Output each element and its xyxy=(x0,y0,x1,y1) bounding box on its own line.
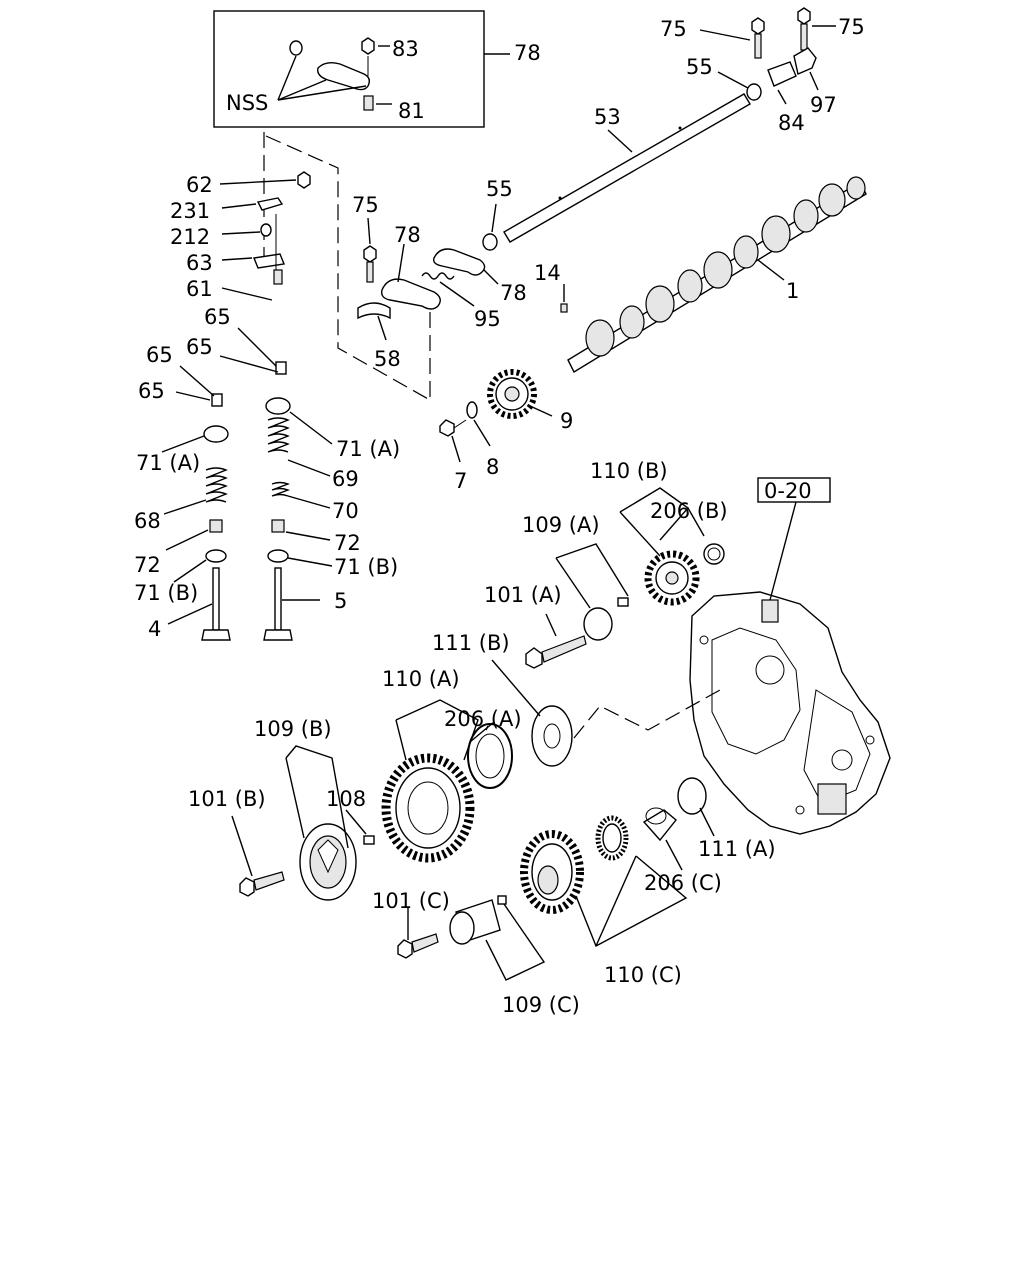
label-70: 70 xyxy=(332,499,359,523)
label-78-inset: 78 xyxy=(514,41,541,65)
label-206a: 206 (A) xyxy=(444,707,522,731)
label-69: 69 xyxy=(332,467,359,491)
label-78-right: 78 xyxy=(500,281,527,305)
label-71b-right: 71 (B) xyxy=(334,555,398,579)
rocker-arm-group xyxy=(357,217,499,341)
label-61: 61 xyxy=(186,277,213,301)
label-110a: 110 (A) xyxy=(382,667,460,691)
label-84: 84 xyxy=(778,111,805,135)
label-97: 97 xyxy=(810,93,837,117)
label-63: 63 xyxy=(186,251,213,275)
left-valve-assembly xyxy=(161,171,333,641)
label-109b: 109 (B) xyxy=(254,717,332,741)
rocker-shaft xyxy=(482,93,751,251)
label-75-top-right: 75 xyxy=(838,15,865,39)
label-75-top-left: 75 xyxy=(660,17,687,41)
label-109c: 109 (C) xyxy=(502,993,580,1017)
label-231: 231 xyxy=(170,199,210,223)
label-81: 81 xyxy=(398,99,425,123)
label-0-20: 0-20 xyxy=(764,479,812,503)
label-55-mid: 55 xyxy=(486,177,513,201)
idler-gear-c-group xyxy=(397,777,715,981)
label-1: 1 xyxy=(786,279,799,303)
label-5: 5 xyxy=(334,589,347,613)
inset-box xyxy=(213,10,510,128)
label-65-d: 65 xyxy=(138,379,165,403)
label-14: 14 xyxy=(534,261,561,285)
label-7: 7 xyxy=(454,469,467,493)
label-72-right: 72 xyxy=(334,531,361,555)
gear-case xyxy=(689,477,891,835)
thrust-plate-b xyxy=(467,659,573,789)
label-101a: 101 (A) xyxy=(484,583,562,607)
idler-gear-b-group xyxy=(525,487,725,669)
label-95: 95 xyxy=(474,307,501,331)
camshaft-gear xyxy=(439,369,553,463)
label-nss: NSS xyxy=(226,91,268,115)
label-68: 68 xyxy=(134,509,161,533)
label-101b: 101 (B) xyxy=(188,787,266,811)
label-71a-right: 71 (A) xyxy=(336,437,400,461)
label-111b: 111 (B) xyxy=(432,631,510,655)
label-83: 83 xyxy=(392,37,419,61)
label-206b: 206 (B) xyxy=(650,499,728,523)
label-9: 9 xyxy=(560,409,573,433)
label-110b: 110 (B) xyxy=(590,459,668,483)
label-110c: 110 (C) xyxy=(604,963,682,987)
label-71b-left: 71 (B) xyxy=(134,581,198,605)
label-65-a: 65 xyxy=(204,305,231,329)
label-71a-left: 71 (A) xyxy=(136,451,200,475)
camshaft xyxy=(560,176,867,373)
idler-gear-a-group xyxy=(231,699,479,901)
label-55-top: 55 xyxy=(686,55,713,79)
label-53: 53 xyxy=(594,105,621,129)
label-65-c: 65 xyxy=(186,335,213,359)
label-4: 4 xyxy=(148,617,161,641)
label-65-b: 65 xyxy=(146,343,173,367)
label-78-mid: 78 xyxy=(394,223,421,247)
label-111a: 111 (A) xyxy=(698,837,776,861)
label-58: 58 xyxy=(374,347,401,371)
label-108: 108 xyxy=(326,787,366,811)
label-75-mid: 75 xyxy=(352,193,379,217)
label-109a: 109 (A) xyxy=(522,513,600,537)
label-62: 62 xyxy=(186,173,213,197)
label-212: 212 xyxy=(170,225,210,249)
label-101c: 101 (C) xyxy=(372,889,450,913)
label-72-left: 72 xyxy=(134,553,161,577)
part-labels: 75 75 83 78 NSS 81 55 84 97 53 62 231 21… xyxy=(134,15,865,1017)
label-8: 8 xyxy=(486,455,499,479)
top-right-bolts xyxy=(699,7,836,105)
label-206c: 206 (C) xyxy=(644,871,722,895)
